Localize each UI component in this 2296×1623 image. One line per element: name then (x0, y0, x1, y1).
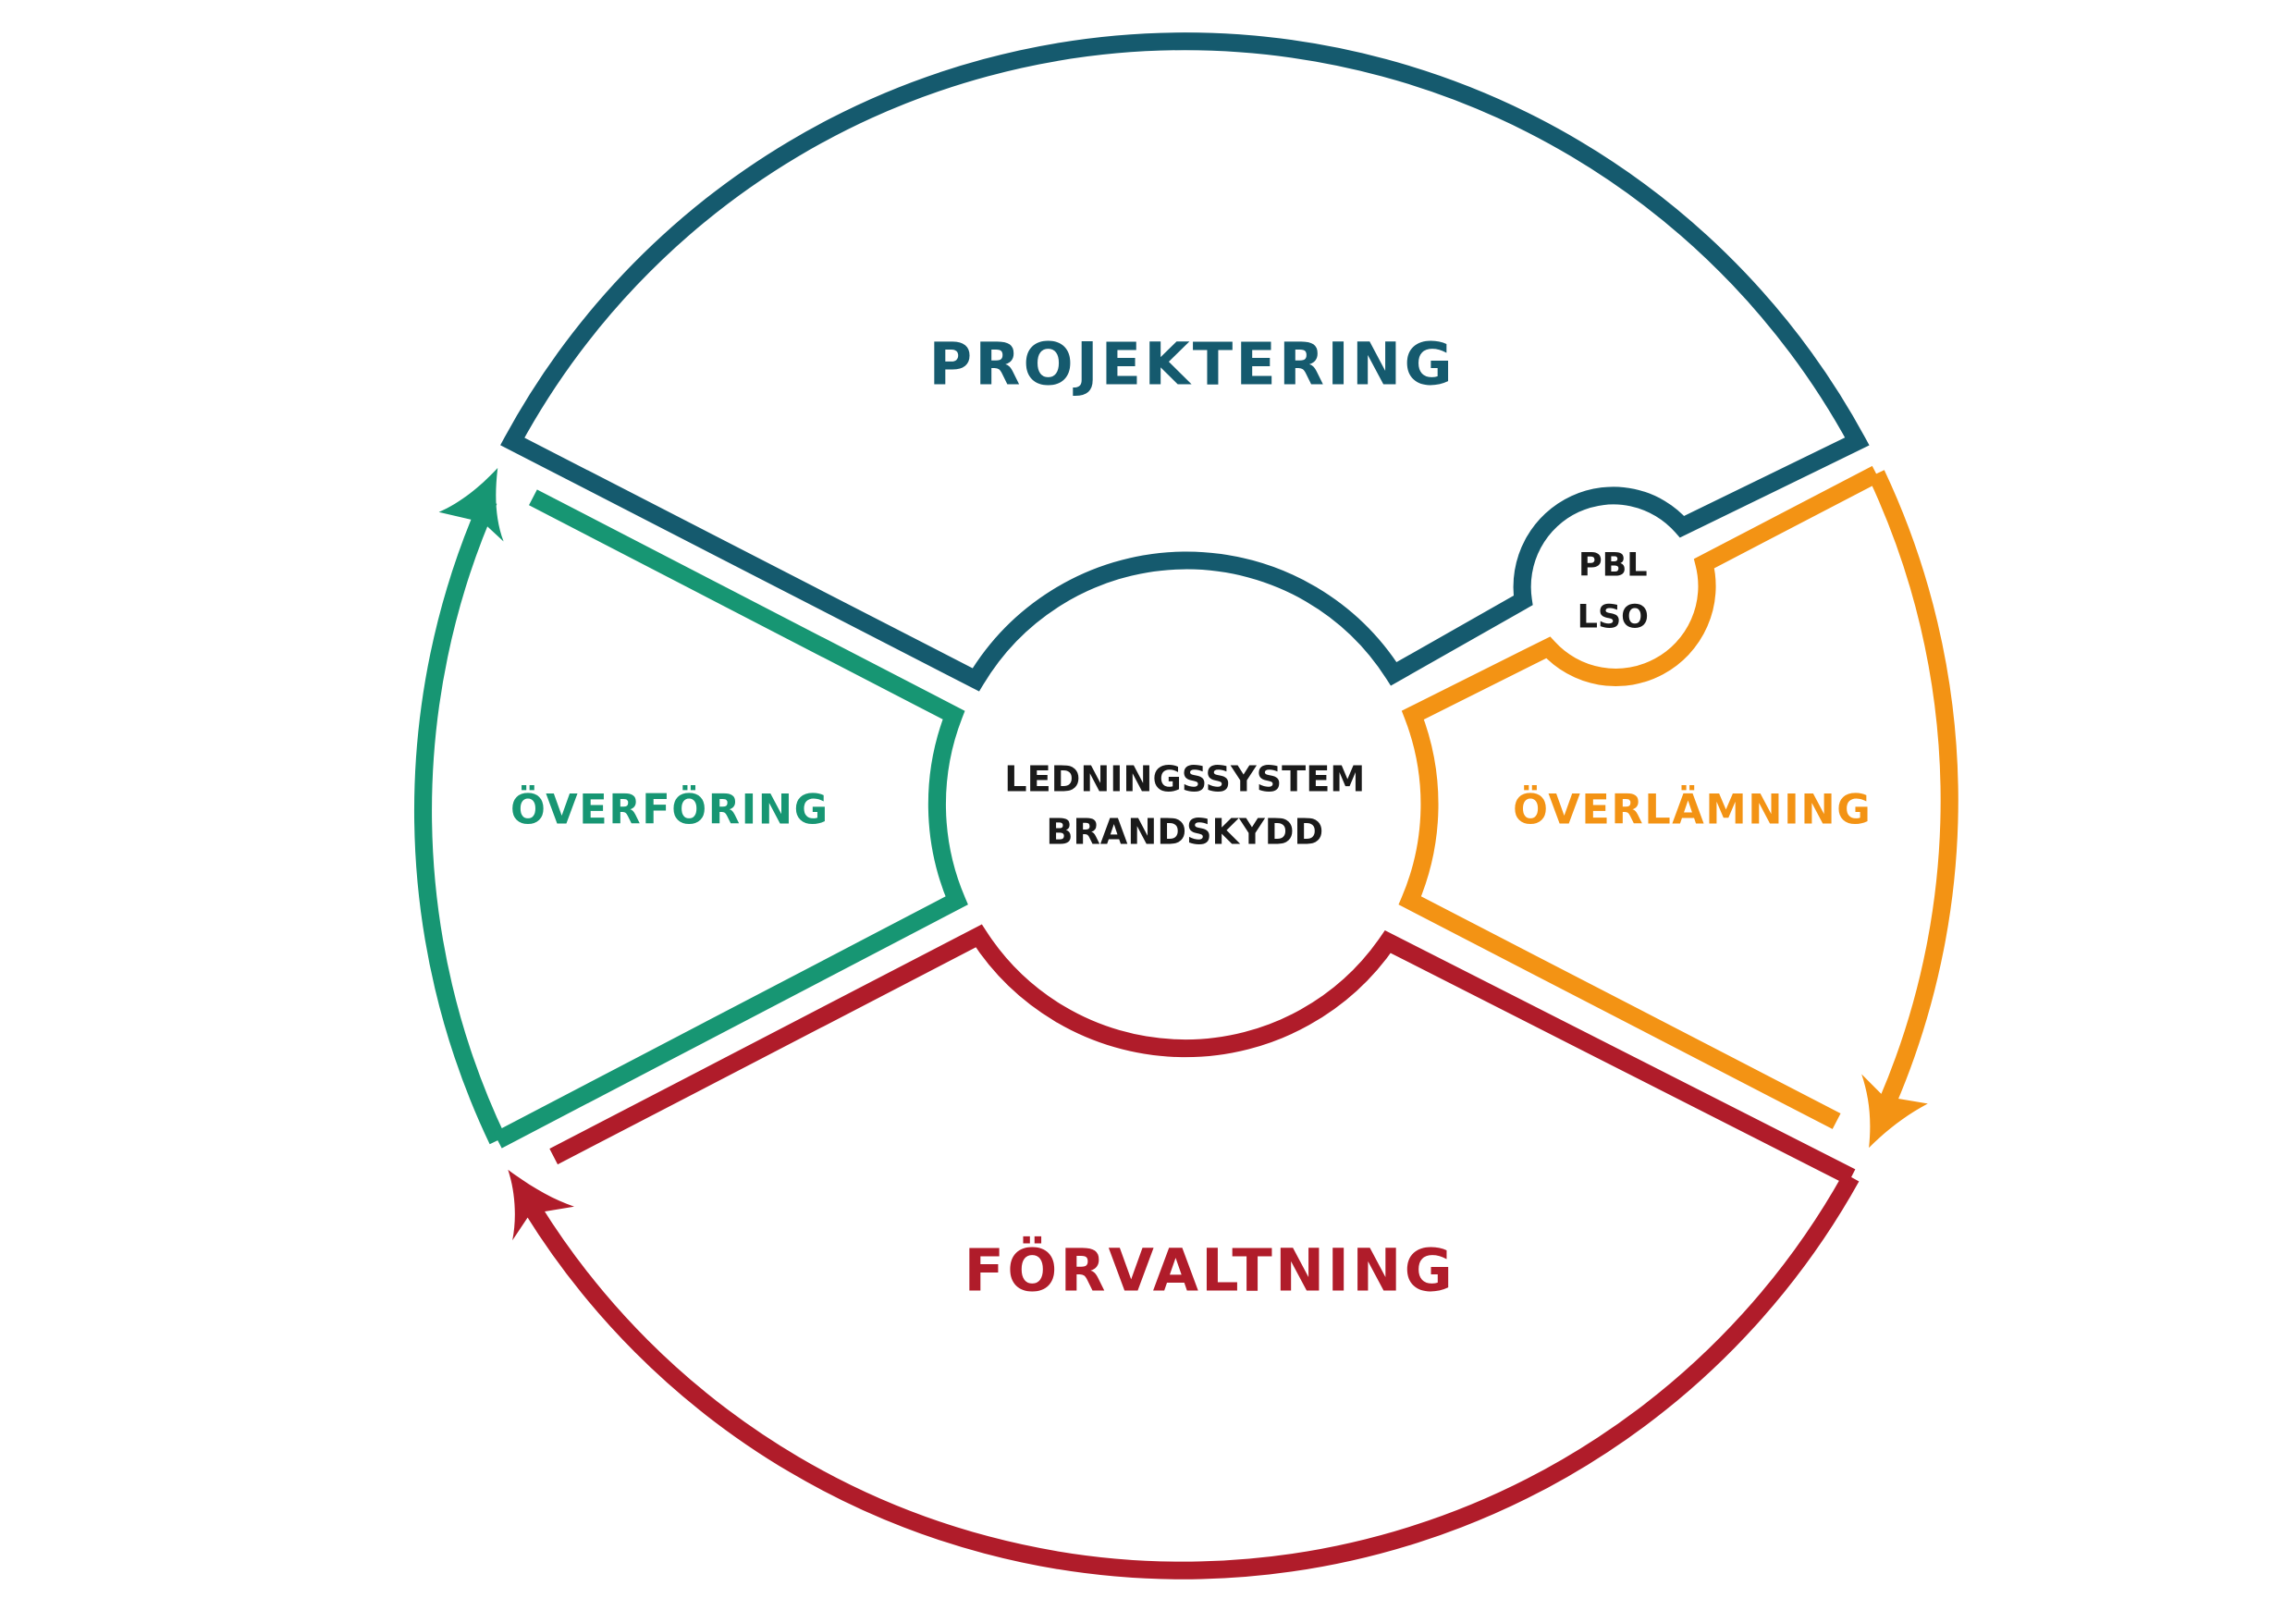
overlamning-label: ÖVERLÄMNING (1513, 784, 1872, 833)
center-label-line1: LEDNINGSSYSTEM (1004, 759, 1365, 800)
laws-label-pbl: PBL (1578, 547, 1648, 584)
overforing-arc (414, 497, 506, 1145)
overlamning-segment (1398, 465, 1881, 1129)
forvaltning-segment (549, 924, 1856, 1186)
forvaltning-arrowhead-icon (508, 1169, 574, 1241)
overlamning-arc (1868, 470, 1958, 1104)
overlamning-arrowhead-icon (1861, 1074, 1928, 1149)
forvaltning-arc (525, 1173, 1860, 1580)
overforing-arrowhead-icon (438, 467, 504, 542)
projektering-segment (500, 32, 1870, 692)
overforing-label: ÖVERFÖRING (510, 784, 829, 833)
center-label-line2: BRANDSKYDD (1046, 813, 1323, 854)
forvaltning-label: FÖRVALTNING (964, 1235, 1456, 1305)
overforing-segment (493, 489, 968, 1149)
laws-label-lso: LSO (1578, 598, 1649, 635)
projektering-label: PROJEKTERING (929, 330, 1455, 399)
